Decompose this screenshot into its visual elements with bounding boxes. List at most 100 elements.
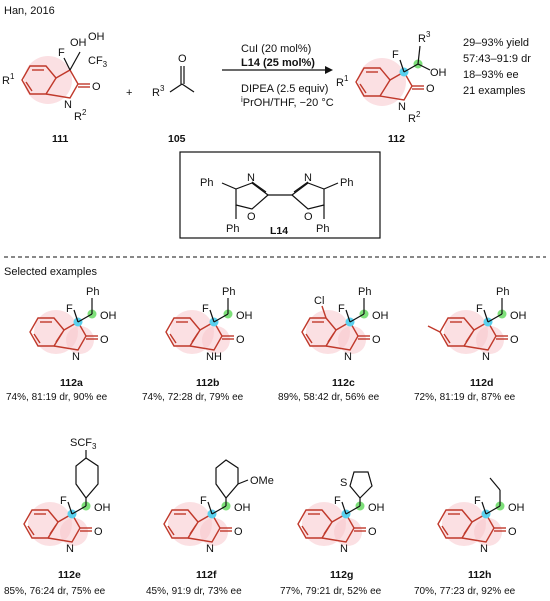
carbonyl-o: O [92, 81, 101, 93]
svg-text:O: O [372, 334, 381, 346]
scf3-substituent: SCF3 [70, 437, 97, 451]
ph-substituent: Ph [86, 286, 99, 298]
result-ee: 18–93% ee [463, 69, 519, 81]
label-112: 112 [388, 133, 405, 145]
f-atom: F [58, 47, 65, 59]
result-112h: 70%, 77:23 dr, 92% ee [414, 586, 516, 597]
label-112c: 112c [332, 377, 355, 389]
product-112: F OH R3 O N R2 R1 [336, 30, 447, 125]
ligand-o-left: O [247, 211, 256, 223]
example-112a: F Ph OH O N [29, 286, 117, 363]
svg-text:O: O [236, 334, 245, 346]
r1-label: R1 [336, 74, 349, 89]
svg-text:N: N [480, 543, 488, 555]
oh-label-1: OH [70, 37, 87, 49]
examples-title: Selected examples [4, 266, 97, 278]
label-105: 105 [168, 133, 186, 145]
label-111: 111 [52, 133, 69, 145]
svg-text:N: N [344, 351, 352, 363]
r3-label: R3 [418, 30, 431, 45]
result-112f: 45%, 91:9 dr, 73% ee [146, 586, 242, 597]
example-112g: S F OH O N [297, 471, 385, 555]
svg-text:O: O [234, 526, 243, 538]
svg-text:OH: OH [236, 310, 253, 322]
result-examples: 21 examples [463, 85, 526, 97]
aldehyde-o: O [178, 53, 187, 65]
example-112e: SCF3 F OH O N [23, 437, 111, 555]
thiophene-s: S [340, 477, 347, 489]
plus-sign: + [126, 87, 132, 99]
ligand-l14: N N O O Ph Ph Ph Ph [200, 172, 353, 235]
label-112d: 112d [470, 377, 493, 389]
cf3-label: CF3 [88, 55, 108, 69]
label-112g: 112g [330, 569, 353, 581]
ligand-ph-3: Ph [340, 177, 353, 189]
result-112g: 77%, 79:21 dr, 52% ee [280, 586, 382, 597]
example-112d: F Ph OH O N [427, 286, 527, 363]
result-yield: 29–93% yield [463, 37, 529, 49]
label-112a: 112a [60, 377, 83, 389]
svg-text:N: N [66, 543, 74, 555]
svg-text:N: N [206, 543, 214, 555]
result-112c: 89%, 58:42 dr, 56% ee [278, 392, 380, 403]
r3-label: R3 [152, 84, 165, 99]
svg-text:OH: OH [508, 502, 525, 514]
n-atom: N [398, 101, 406, 113]
label-112b: 112b [196, 377, 219, 389]
example-112c: Cl F Ph OH O N [301, 286, 389, 363]
svg-text:F: F [476, 303, 483, 315]
condition-4: iPrOH/THF, −20 °C [241, 95, 334, 109]
svg-text:N: N [340, 543, 348, 555]
svg-text:OH: OH [372, 310, 389, 322]
svg-text:F: F [66, 303, 73, 315]
reactant-111: F OH OH CF3 O N R2 R1 [2, 31, 108, 123]
reactant-105: O R3 [152, 53, 195, 99]
svg-text:OH: OH [510, 310, 527, 322]
svg-text:F: F [202, 303, 209, 315]
svg-text:OH: OH [94, 502, 111, 514]
label-112h: 112h [468, 569, 491, 581]
label-112f: 112f [196, 569, 217, 581]
condition-1: CuI (20 mol%) [241, 43, 311, 55]
example-112f: OMe F OH O N [163, 459, 274, 555]
r2-label: R2 [408, 110, 421, 125]
svg-text:O: O [368, 526, 377, 538]
n-atom: N [64, 99, 72, 111]
ligand-ph-1: Ph [200, 177, 213, 189]
ligand-box [179, 151, 381, 239]
r2-label: R2 [74, 108, 87, 123]
svg-text:O: O [94, 526, 103, 538]
svg-text:Ph: Ph [222, 286, 235, 298]
ligand-ph-2: Ph [226, 223, 239, 235]
ligand-n-right: N [304, 172, 312, 184]
r1-label: R1 [2, 72, 15, 87]
result-112a: 74%, 81:19 dr, 90% ee [6, 392, 108, 403]
cl-substituent: Cl [314, 295, 324, 307]
svg-text:NH: NH [206, 351, 222, 363]
svg-text:Ph: Ph [496, 286, 509, 298]
svg-text:F: F [474, 495, 481, 507]
svg-text:N: N [72, 351, 80, 363]
svg-text:O: O [100, 334, 109, 346]
oh-label-2: OH [88, 31, 105, 43]
label-112e: 112e [58, 569, 81, 581]
ligand-ph-4: Ph [316, 223, 329, 235]
svg-text:N: N [482, 351, 490, 363]
reference-label: Han, 2016 [4, 5, 55, 17]
svg-text:Ph: Ph [358, 286, 371, 298]
svg-text:OH: OH [234, 502, 251, 514]
svg-text:F: F [60, 495, 67, 507]
reaction-arrow [222, 66, 333, 74]
condition-2: L14 (25 mol%) [241, 57, 315, 69]
example-112b: F Ph OH O NH [165, 286, 253, 363]
svg-text:O: O [508, 526, 517, 538]
result-dr: 57:43–91:9 dr [463, 53, 531, 65]
ligand-n-left: N [247, 172, 255, 184]
carbonyl-o: O [426, 83, 435, 95]
svg-text:F: F [334, 495, 341, 507]
result-112b: 74%, 72:28 dr, 79% ee [142, 392, 244, 403]
svg-text:F: F [338, 303, 345, 315]
ligand-o-right: O [304, 211, 313, 223]
condition-3: DIPEA (2.5 equiv) [241, 83, 328, 95]
